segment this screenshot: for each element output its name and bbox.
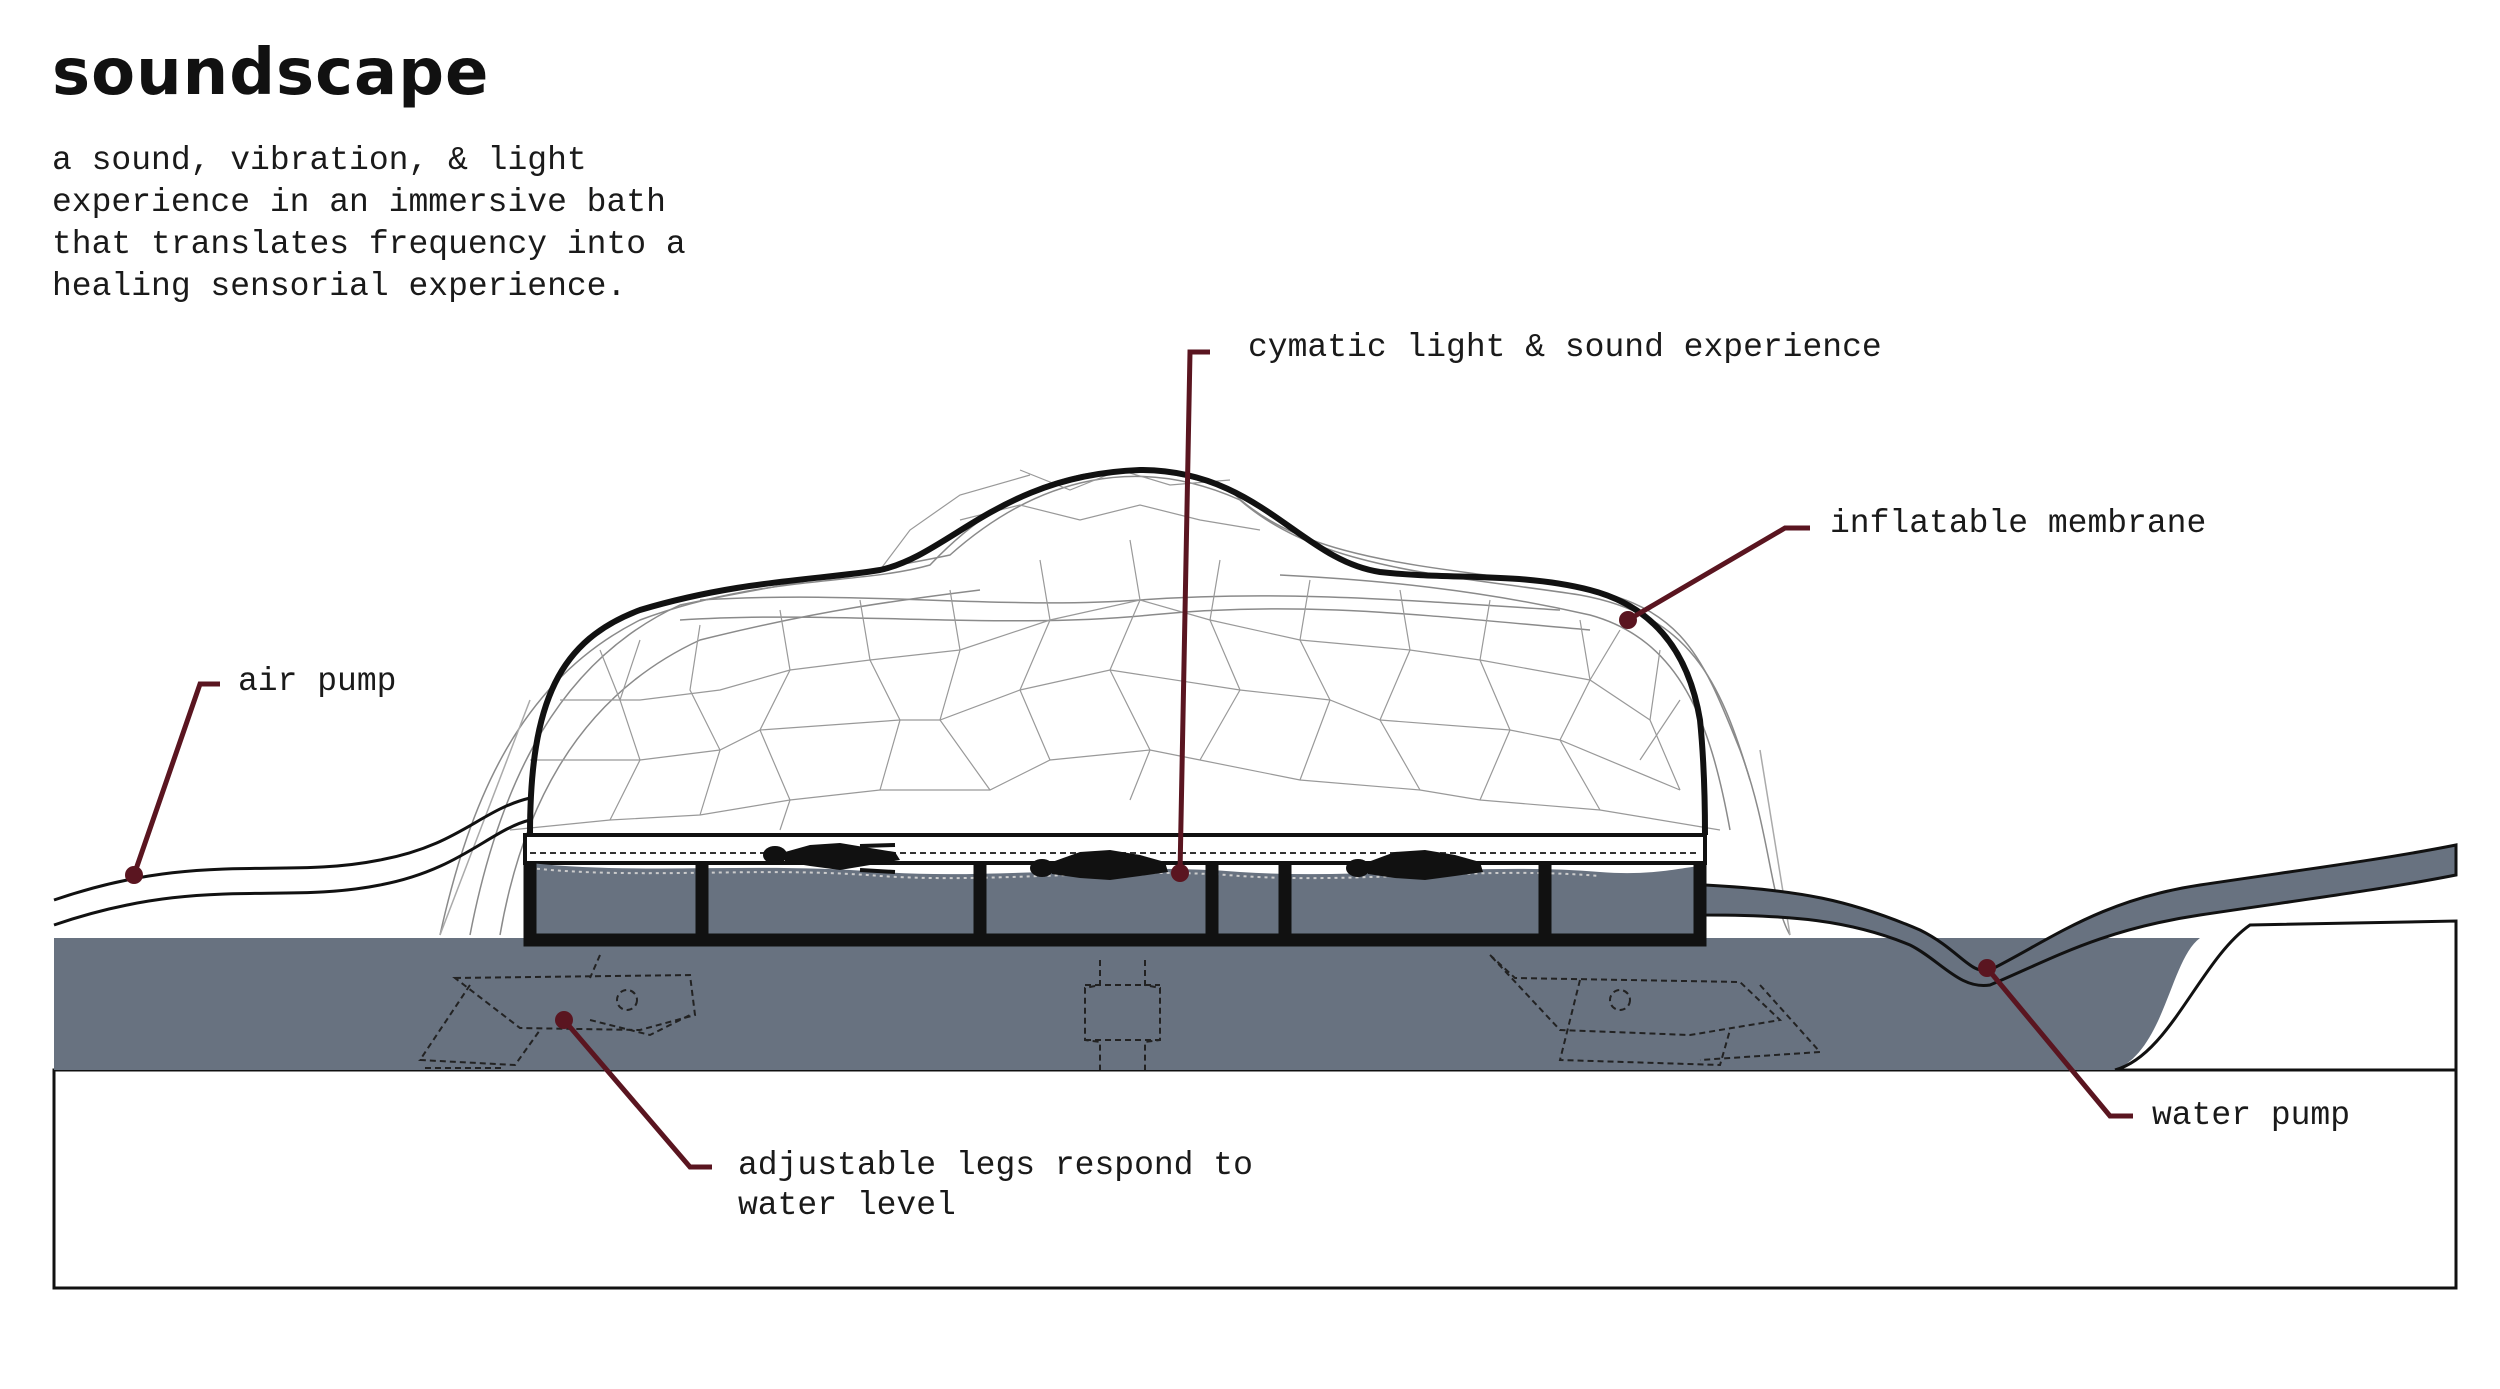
page-title: soundscape (52, 36, 490, 110)
label-legs-line: water level (738, 1187, 956, 1224)
ground-bank (2114, 919, 2458, 1072)
description-line: healing sensorial experience. (52, 268, 627, 305)
tub-frame (523, 863, 1707, 947)
description: a sound, vibration, & light experience i… (52, 140, 812, 308)
water-pump-hose (1703, 843, 2458, 988)
leader-cymatic (1177, 349, 1210, 874)
ground-base (52, 1068, 2458, 1290)
description-line: a sound, vibration, & light (52, 142, 587, 179)
membrane-mesh (439, 469, 1791, 936)
adjustable-legs (418, 954, 1823, 1070)
leader-dots (125, 611, 1996, 1029)
bathers (763, 843, 1483, 880)
water-pool (54, 938, 2200, 1070)
label-legs-line: adjustable legs respond to (738, 1147, 1253, 1184)
label-adjustable-legs: adjustable legs respond to water level (738, 1146, 1253, 1226)
label-water-pump: water pump (2152, 1097, 2351, 1134)
leader-legs (562, 1018, 712, 1170)
leader-water-pump (1985, 966, 2133, 1119)
inflatable-membrane (527, 466, 1708, 836)
leader-air-pump (131, 681, 220, 876)
description-line: that translates frequency into a (52, 226, 686, 263)
label-cymatic: cymatic light & sound experience (1248, 329, 1882, 366)
label-inflatable-membrane: inflatable membrane (1830, 505, 2207, 542)
description-line: experience in an immersive bath (52, 184, 666, 221)
label-air-pump: air pump (238, 663, 397, 700)
tub-water (530, 863, 1700, 940)
leader-lines (131, 349, 2133, 1170)
air-pump-hose (53, 796, 531, 927)
leader-membrane (1626, 525, 1810, 623)
